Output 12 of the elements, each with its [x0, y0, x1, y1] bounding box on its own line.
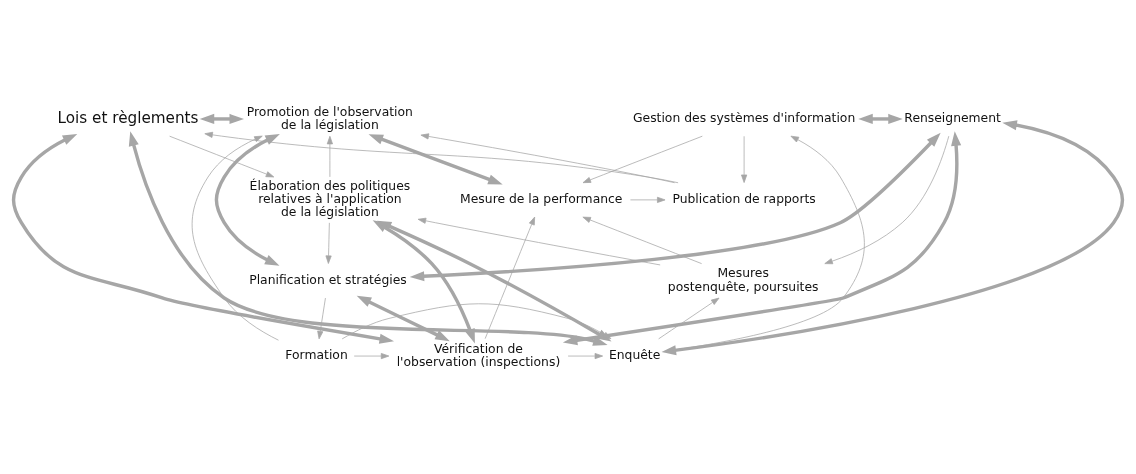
- node-text: Mesures postenquête, poursuites: [667, 265, 819, 294]
- node-text: Publication de rapports: [672, 191, 816, 206]
- node-text: Gestion des systèmes d'information: [632, 110, 856, 125]
- node-text: Élaboration des politiques relatives à l'application de la législation: [249, 178, 411, 219]
- node-text: Mesure de la performance: [460, 191, 623, 206]
- node-text: Planification et stratégies: [249, 272, 407, 287]
- node-text: Promotion de l'observation de la législation: [246, 104, 413, 132]
- node-text: Formation: [285, 347, 348, 362]
- node-text: Renseignement: [904, 110, 1001, 125]
- node-text: Vérification de l'observation (inspections): [396, 341, 561, 369]
- node-text: Lois et règlements: [57, 108, 199, 127]
- node-text: Enquête: [608, 347, 661, 362]
